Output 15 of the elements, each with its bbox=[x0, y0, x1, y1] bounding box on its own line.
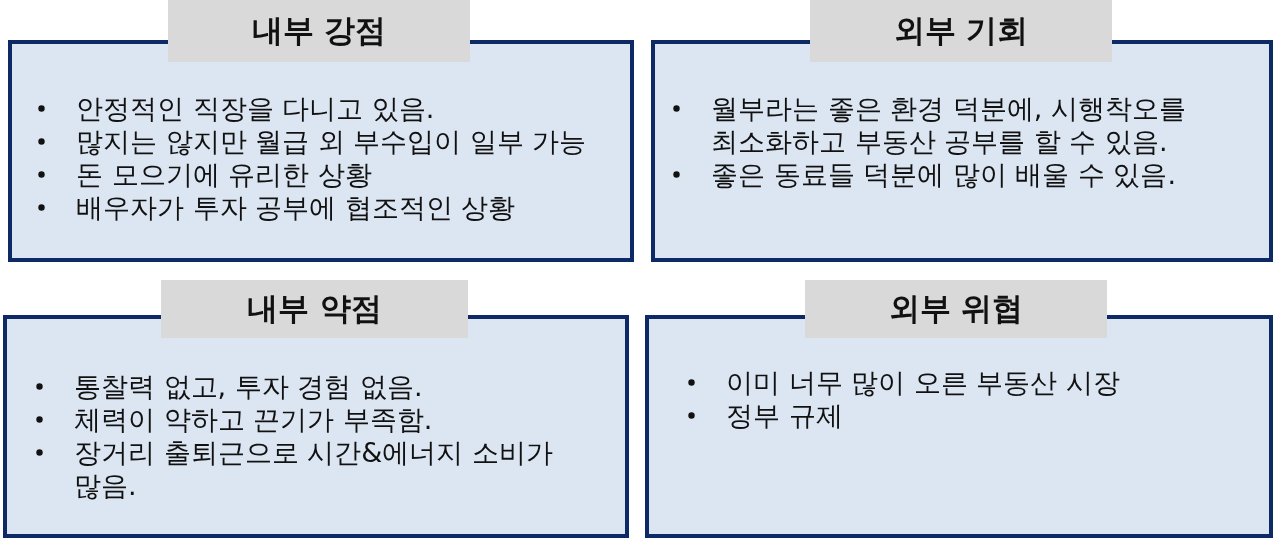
bullet-text: 정부 규제 bbox=[726, 400, 843, 431]
heading-tab: 내부 강점 bbox=[168, 0, 470, 62]
bullet-text: 배우자가 투자 공부에 협조적인 상황 bbox=[76, 192, 516, 223]
bullet-text: 통찰력 없고, 투자 경험 없음. bbox=[74, 371, 423, 402]
bullet-text: 좋은 동료들 덕분에 많이 배울 수 있음. bbox=[711, 159, 1177, 190]
heading-tab: 외부 기회 bbox=[810, 0, 1112, 62]
bullet-text: 안정적인 직장을 다니고 있음. bbox=[76, 93, 435, 124]
heading-tab: 내부 약점 bbox=[161, 280, 468, 338]
bullet-text: 월부라는 좋은 환경 덕분에, 시행착오를 최소화하고 부동산 공부를 할 수 있음. bbox=[711, 93, 1186, 157]
heading-tab: 외부 위협 bbox=[805, 280, 1107, 338]
bullet-text: 많지는 않지만 월급 외 부수입이 일부 가능 bbox=[76, 126, 587, 157]
bullet-text: 장거리 출퇴근으로 시간&에너지 소비가 많음. bbox=[74, 437, 553, 501]
bullet-text: 이미 너무 많이 오른 부동산 시장 bbox=[726, 367, 1120, 398]
bullet-text: 돈 모으기에 유리한 상황 bbox=[76, 159, 372, 190]
bullet-text: 체력이 약하고 끈기가 부족함. bbox=[74, 404, 433, 435]
